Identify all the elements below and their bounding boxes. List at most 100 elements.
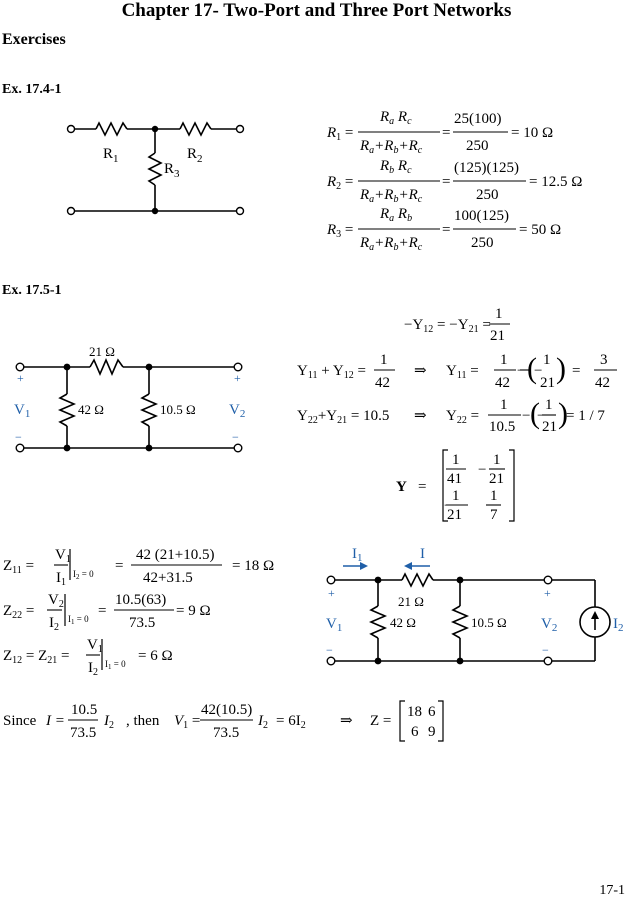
junction-dot xyxy=(151,125,159,133)
svg-text:−: − xyxy=(522,408,530,424)
section-heading: Exercises xyxy=(2,31,66,48)
svg-text:21: 21 xyxy=(542,419,557,435)
svg-text:R1 =: R1 = xyxy=(326,125,353,143)
fraction-bars xyxy=(47,131,617,721)
svg-text:6: 6 xyxy=(411,724,419,740)
svg-text:Y22 =: Y22 = xyxy=(446,408,479,426)
junction-dot xyxy=(63,363,71,371)
junction-dot xyxy=(456,576,464,584)
svg-text:Y11 =: Y11 = xyxy=(446,363,479,381)
junction-dot xyxy=(374,657,382,665)
pi-network-circuit xyxy=(24,357,234,449)
svg-text:−: − xyxy=(542,643,549,657)
svg-text:+: + xyxy=(17,371,24,385)
svg-text:21: 21 xyxy=(490,328,505,344)
svg-text:73.5: 73.5 xyxy=(129,615,155,631)
svg-text:R3 =: R3 = xyxy=(326,222,353,240)
svg-text:I1: I1 xyxy=(352,546,363,564)
svg-text:−: − xyxy=(232,430,239,444)
svg-text:3: 3 xyxy=(600,352,608,368)
svg-text:−: − xyxy=(326,643,333,657)
svg-text:=: = xyxy=(115,558,123,574)
svg-text:−: − xyxy=(478,462,486,478)
svg-text:=: = xyxy=(442,125,450,141)
svg-text:Ra Rc: Ra Rc xyxy=(379,109,412,127)
svg-text:−: − xyxy=(15,430,22,444)
svg-text:21: 21 xyxy=(489,471,504,487)
svg-text:Ra+Rb+Rc: Ra+Rb+Rc xyxy=(359,138,423,156)
page-number: 17-1 xyxy=(599,883,625,898)
terminal-node xyxy=(15,362,25,372)
junction-dot xyxy=(151,207,159,215)
svg-text:R2 =: R2 = xyxy=(326,174,353,192)
svg-text:Y: Y xyxy=(396,479,407,495)
svg-text:42 Ω: 42 Ω xyxy=(390,615,416,630)
svg-text:⇒: ⇒ xyxy=(340,713,353,729)
svg-text:41: 41 xyxy=(447,471,462,487)
svg-text:73.5: 73.5 xyxy=(213,725,239,741)
svg-text:1: 1 xyxy=(493,452,501,468)
svg-text:Ra Rb: Ra Rb xyxy=(379,206,412,224)
svg-text:I2: I2 xyxy=(613,616,624,634)
svg-text:): ) xyxy=(558,397,568,430)
svg-text:42 Ω: 42 Ω xyxy=(78,402,104,417)
svg-text:Y11 + Y12 =: Y11 + Y12 = xyxy=(297,363,366,381)
svg-text:I1: I1 xyxy=(56,570,66,588)
svg-text:10.5: 10.5 xyxy=(71,702,97,718)
terminal-node xyxy=(66,124,76,134)
svg-text:I2 = 0: I2 = 0 xyxy=(73,569,94,581)
svg-text:9: 9 xyxy=(428,724,436,740)
svg-text:=: = xyxy=(418,479,426,495)
svg-text:1: 1 xyxy=(545,397,553,413)
svg-text:(: ( xyxy=(527,352,537,385)
svg-text:⇒: ⇒ xyxy=(414,408,427,424)
svg-text:⇒: ⇒ xyxy=(414,363,427,379)
arrow-right-icon xyxy=(360,562,368,570)
terminal-node xyxy=(326,656,336,666)
svg-text:V1: V1 xyxy=(326,616,342,634)
svg-text:I =: I = xyxy=(45,713,65,729)
svg-text:I2: I2 xyxy=(49,615,59,633)
svg-text:= 9 Ω: = 9 Ω xyxy=(176,603,211,619)
svg-text:1: 1 xyxy=(490,488,498,504)
svg-text:−: − xyxy=(534,363,542,379)
svg-text:21: 21 xyxy=(447,507,462,523)
junction-dot xyxy=(63,444,71,452)
svg-text:R2: R2 xyxy=(187,146,203,165)
svg-text:Z11 =: Z11 = xyxy=(3,558,34,576)
t-network-circuit xyxy=(74,121,236,212)
terminal-node xyxy=(66,206,76,216)
eq1-result: = 10 Ω xyxy=(511,125,553,141)
svg-text:1: 1 xyxy=(452,488,460,504)
svg-text:Z =: Z = xyxy=(370,713,391,729)
arrow-up-icon xyxy=(591,611,599,619)
svg-text:42: 42 xyxy=(495,375,510,391)
svg-text:42+31.5: 42+31.5 xyxy=(143,570,193,586)
matrix-brackets xyxy=(64,449,515,742)
eq2-result: = 12.5 Ω xyxy=(529,174,582,190)
svg-text:= 1 / 7: = 1 / 7 xyxy=(566,408,605,424)
svg-text:V2: V2 xyxy=(229,402,245,420)
svg-text:1: 1 xyxy=(500,352,508,368)
svg-text:= 6 Ω: = 6 Ω xyxy=(138,648,173,664)
eq1-num: 25(100) xyxy=(454,111,502,127)
eq2-num: (125)(125) xyxy=(454,160,519,176)
terminal-node xyxy=(543,656,553,666)
svg-text:V2: V2 xyxy=(48,592,64,610)
eq2-den: 250 xyxy=(476,187,499,203)
svg-text:1: 1 xyxy=(500,397,508,413)
svg-text:, then: , then xyxy=(126,713,160,729)
svg-text:−: − xyxy=(537,408,545,424)
svg-text:= 6I2: = 6I2 xyxy=(276,713,306,731)
svg-text:−Y12 = −Y21 =: −Y12 = −Y21 = xyxy=(404,317,491,335)
svg-text:I2: I2 xyxy=(88,660,98,678)
terminal-node xyxy=(233,362,243,372)
svg-text:I2: I2 xyxy=(257,713,268,731)
svg-text:1: 1 xyxy=(452,452,460,468)
svg-text:10.5 Ω: 10.5 Ω xyxy=(471,615,507,630)
svg-text:+: + xyxy=(544,586,551,600)
svg-text:10.5(63): 10.5(63) xyxy=(115,592,166,608)
svg-text:1: 1 xyxy=(495,306,503,322)
svg-text:18: 18 xyxy=(407,704,422,720)
